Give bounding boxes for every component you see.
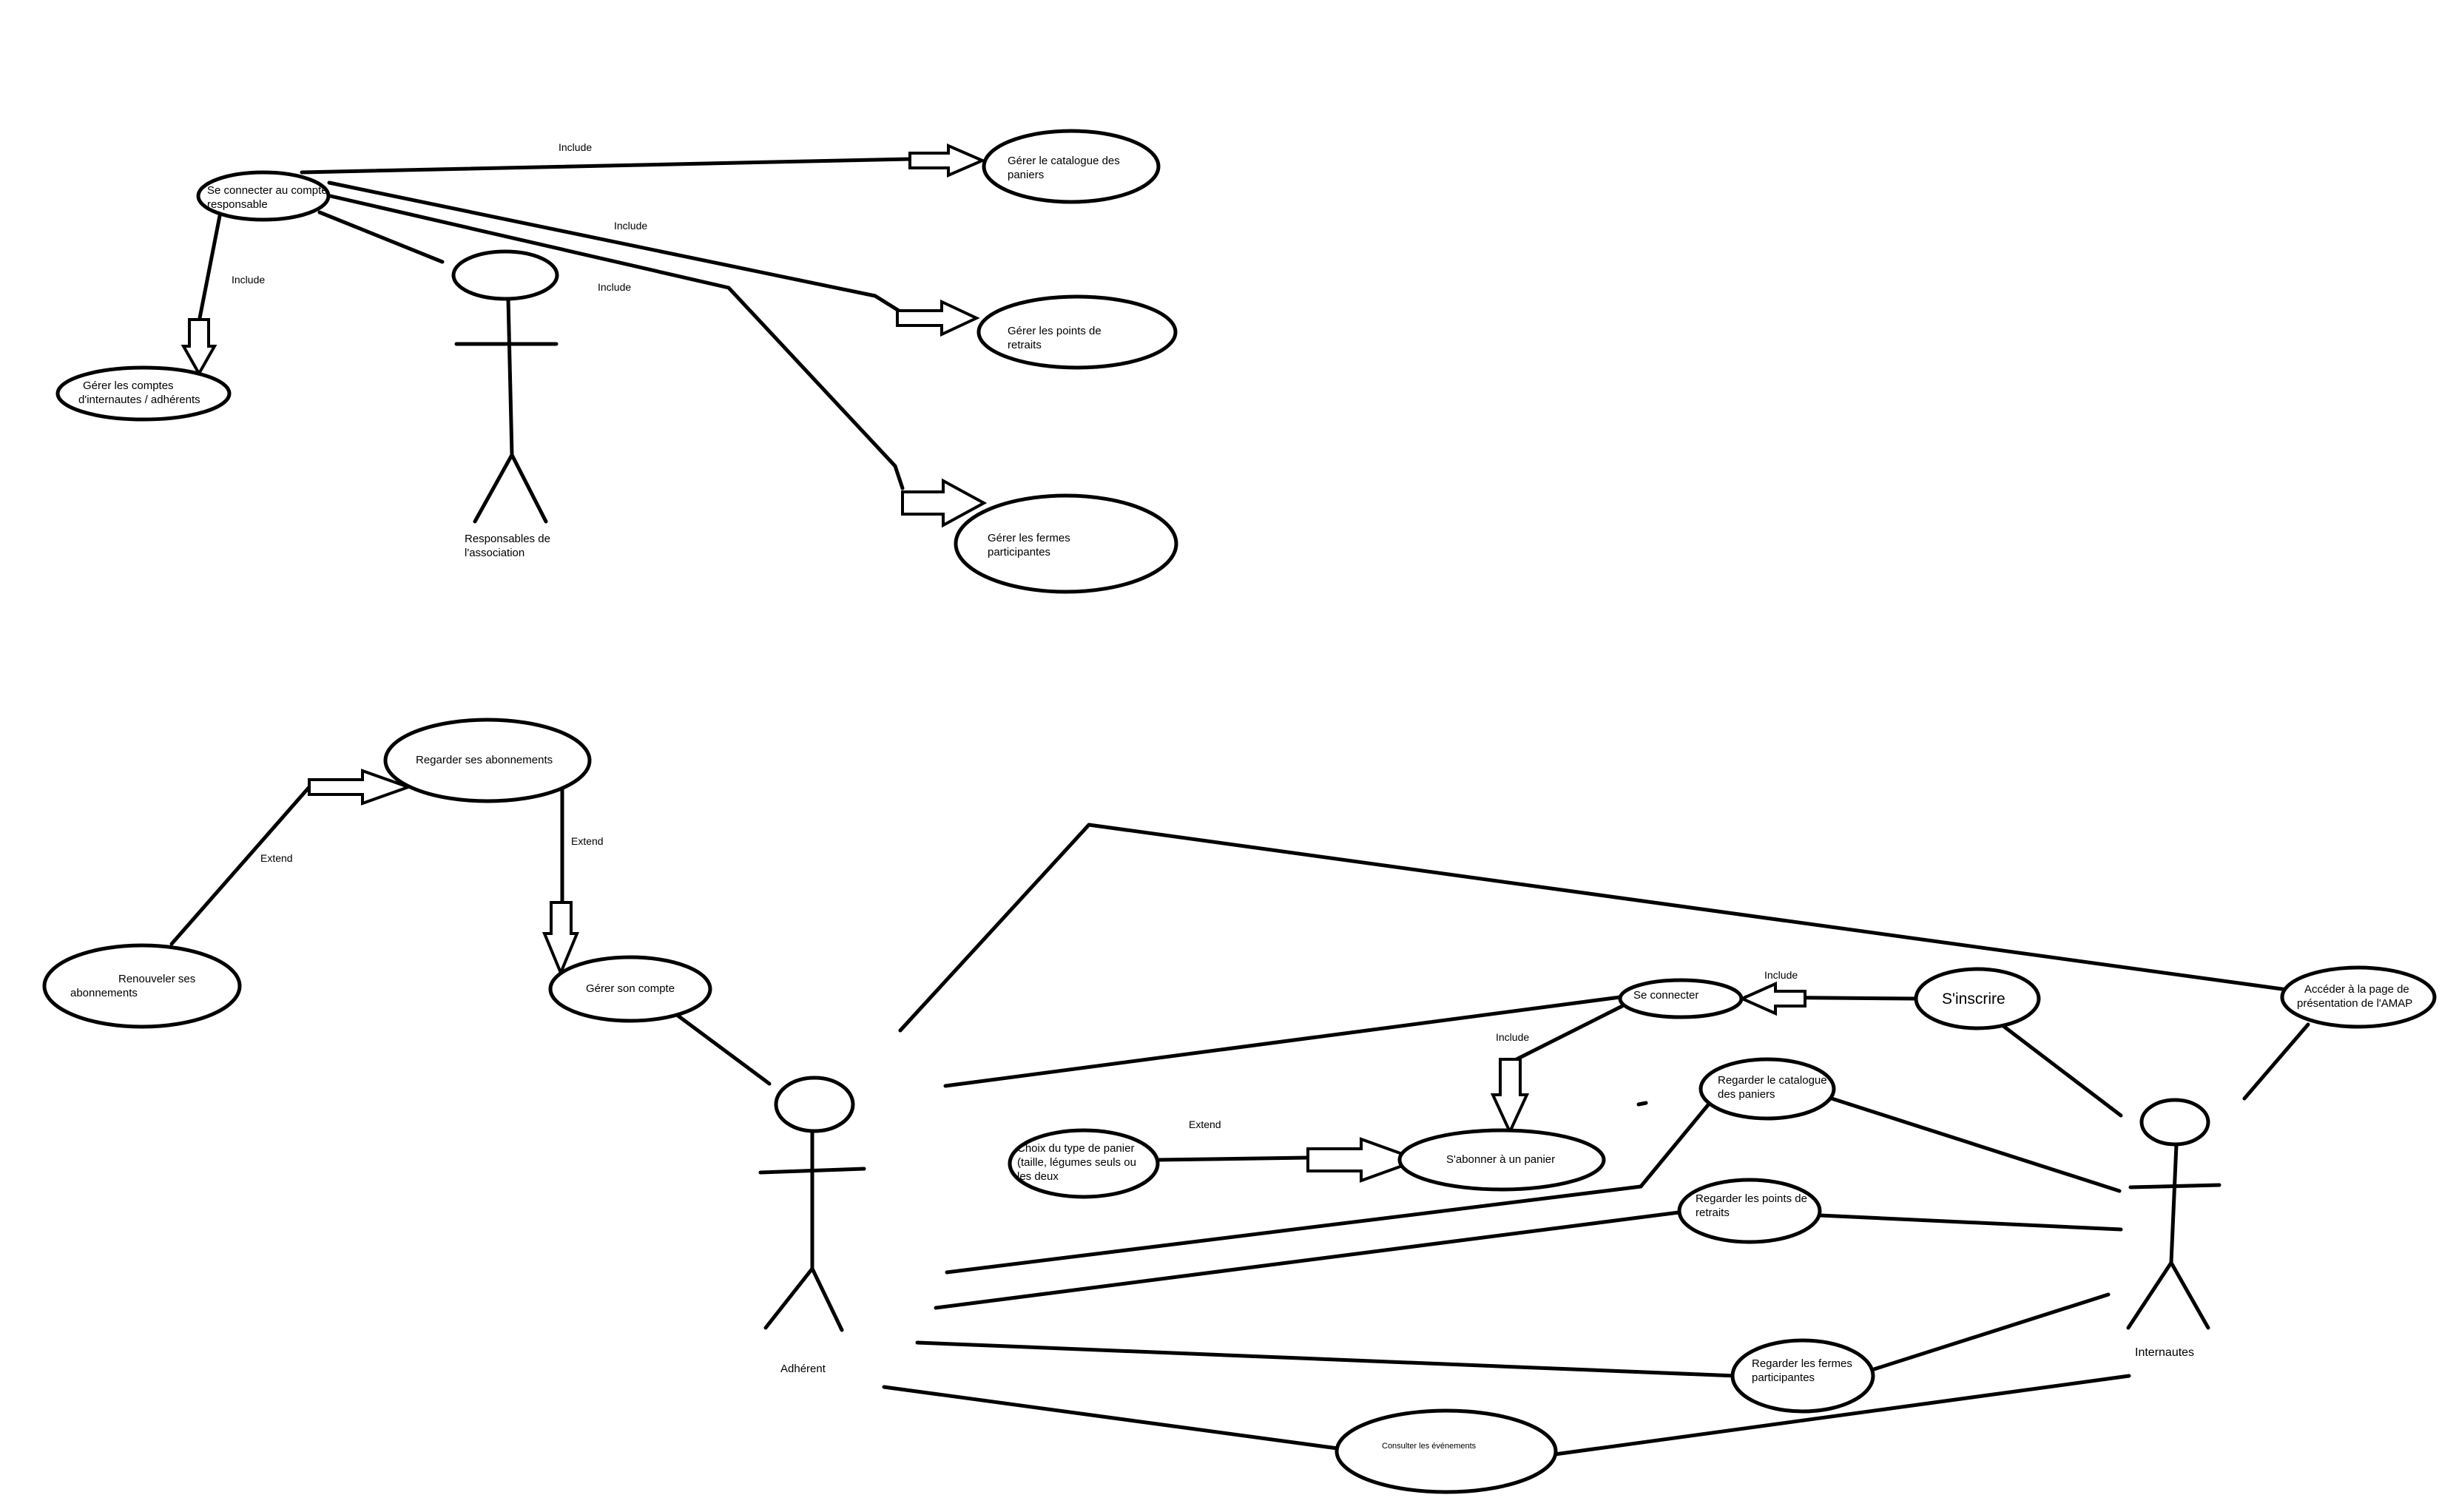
actor-responsables [451,249,559,524]
use-case-label: S'abonner à un panier [1446,1153,1555,1166]
association-line [898,823,1091,1033]
use-case-label: Gérer les points de retraits [1008,325,1104,351]
use-case-label: Se connecter au compte responsable [207,184,331,211]
use-case-gerer-fermes [954,493,1178,594]
association-line [915,1340,1738,1378]
include-arrow [1738,981,1806,1016]
association-line [934,1209,1693,1310]
use-case-gerer-catalogue [982,129,1161,204]
relation-label: Extend [571,835,604,847]
extend-arrow [1306,1137,1423,1183]
relation-label: Include [598,281,631,293]
actor-head [451,249,559,301]
actor-head [774,1076,855,1133]
association-line [882,1385,1340,1451]
use-case-regarder-abonnements [383,718,592,803]
use-case-label: Gérer son compte [586,982,675,995]
use-case-presentation-amap [2280,965,2437,1029]
use-case-label: Choix du type de panier (taille, légumes… [1017,1142,1139,1183]
use-case-label: Gérer le catalogue des paniers [1008,155,1123,181]
use-case-regarder-catalogue [1698,1057,1836,1121]
use-case-choix-panier [1008,1128,1160,1199]
use-case-gerer-comptes [55,365,232,422]
include-line [322,192,905,490]
relation-label: Include [559,141,592,153]
association-line [1636,1101,1648,1107]
actor-internautes [2126,1098,2221,1330]
relation-label: Include [614,220,647,232]
association-line [2242,1022,2310,1101]
association-line [1553,1374,2131,1457]
include-line [873,294,901,313]
association-line [1087,823,2290,992]
use-case-connecter-responsable [196,170,331,222]
use-case-gerer-points [976,294,1178,370]
association-line [1869,1292,2111,1372]
include-line [1513,1004,1625,1062]
include-arrow [896,299,980,337]
extend-line [1153,1155,1310,1162]
actor-head [2139,1098,2210,1147]
actor-label: Adhérent [780,1363,826,1375]
use-case-regarder-fermes [1730,1338,1875,1414]
relation-label: Include [1764,969,1798,981]
include-line [300,157,912,175]
use-case-sabonner [1397,1128,1606,1192]
extend-arrow [542,901,579,977]
relation-label: Include [232,274,265,286]
use-case-renouveler [42,943,242,1029]
use-case-label: Se connecter [1633,989,1698,1002]
use-case-label: Regarder ses abonnements [416,754,553,766]
use-case-sinscrire [1914,967,2041,1030]
association-line [2001,1024,2123,1118]
use-case-label: Consulter les événements [1382,1442,1477,1451]
extend-arrow [308,769,413,806]
actor-label: Responsables de l'association [465,533,553,559]
association-line [945,1100,1713,1275]
association-line [1818,1213,2123,1232]
actor-adherent [758,1076,866,1332]
use-case-label: Accéder à la page de présentation de l'A… [2297,983,2412,1010]
use-case-label: Gérer les comptes d'internautes / adhére… [78,379,200,406]
use-case-consulter-evenements [1335,1408,1558,1494]
use-case-label: S'inscrire [1942,990,2005,1008]
include-arrow [181,318,217,377]
association-line [943,995,1622,1088]
use-case-gerer-compte [548,955,712,1023]
include-line [327,180,877,298]
use-case-label: Regarder les points de retraits [1696,1192,1810,1219]
relation-label: Extend [1189,1118,1221,1130]
actor-label: Internautes [2135,1346,2194,1359]
use-case-label: Regarder les fermes participantes [1752,1357,1855,1384]
association-line [1827,1096,2122,1193]
include-arrow [901,478,988,528]
association-line [317,210,445,264]
use-case-regarder-points [1677,1178,1822,1244]
use-case-se-connecter [1618,978,1744,1019]
use-case-label: Gérer les fermes participantes [988,532,1073,558]
association-line [675,1013,772,1086]
include-arrow [1490,1058,1530,1135]
relation-label: Extend [260,852,293,864]
relation-label: Include [1496,1031,1529,1043]
include-line [198,214,222,320]
include-arrow [908,143,987,178]
use-case-label: Regarder le catalogue des paniers [1718,1074,1830,1101]
use-case-label: Renouveler ses abonnements [70,973,198,999]
